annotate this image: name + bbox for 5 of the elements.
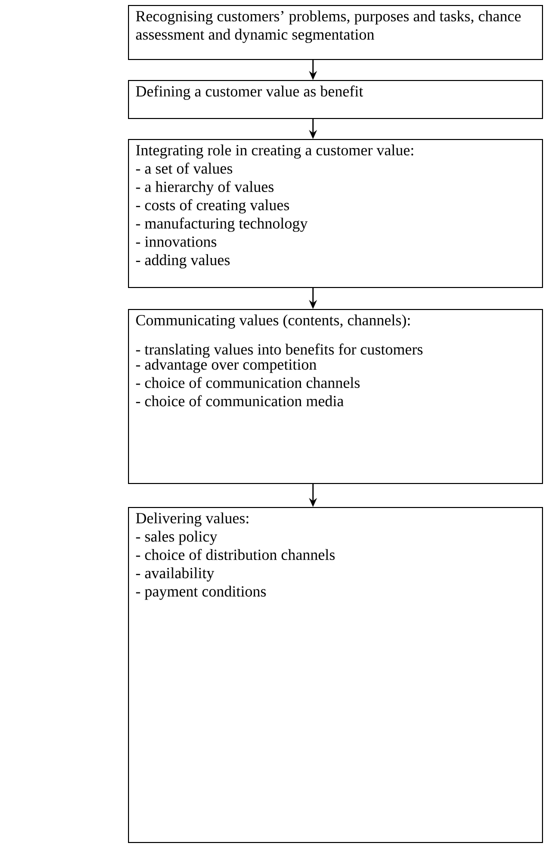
- text-box: Defining a customer value as benefit: [128, 80, 543, 120]
- text-box: Communicating values (contents, channels): - translating values into benefits for customers - advantage over competition - choice of communication channels - choice of communication media: [128, 309, 543, 484]
- text-box: Delivering values: - sales policy - choice of distribution channels - availability - payment conditions: [128, 507, 543, 843]
- text-box: Integrating role in creating a customer value: - a set of values - a hierarchy of values - costs of creating values - manufacturing technology - innovations - adding values: [128, 139, 543, 288]
- text-box: Recognising customers’ problems, purposes and tasks, chance assessment and dynamic segmentation: [128, 5, 543, 60]
